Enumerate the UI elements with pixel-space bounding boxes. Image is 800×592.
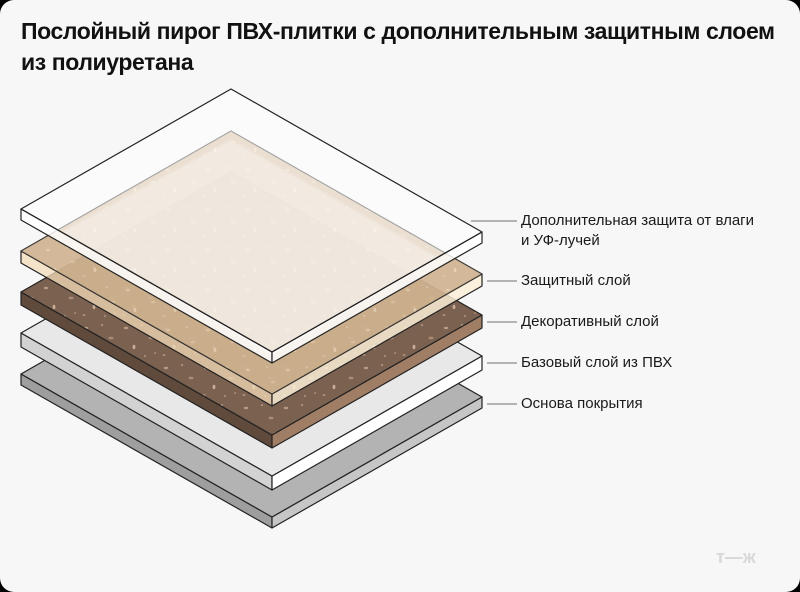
label-polyurethane-line1: Дополнительная защита от влаги <box>521 212 755 229</box>
label-polyurethane: Дополнительная защита от влаги и УФ-луче… <box>521 211 754 251</box>
page-title: Послойный пирог ПВХ-плитки с дополнитель… <box>21 18 775 75</box>
label-protective: Защитный слой <box>521 272 631 289</box>
label-pvc: Базовый слой из ПВХ <box>521 354 673 371</box>
label-polyurethane-line2: и УФ-лучей <box>521 232 600 249</box>
brand-logo: т—ж <box>716 547 756 567</box>
leader-lines <box>471 220 517 405</box>
label-base: Основа покрытия <box>521 395 643 412</box>
label-decorative: Декоративный слой <box>521 313 659 330</box>
layer-polyurethane <box>20 88 483 364</box>
